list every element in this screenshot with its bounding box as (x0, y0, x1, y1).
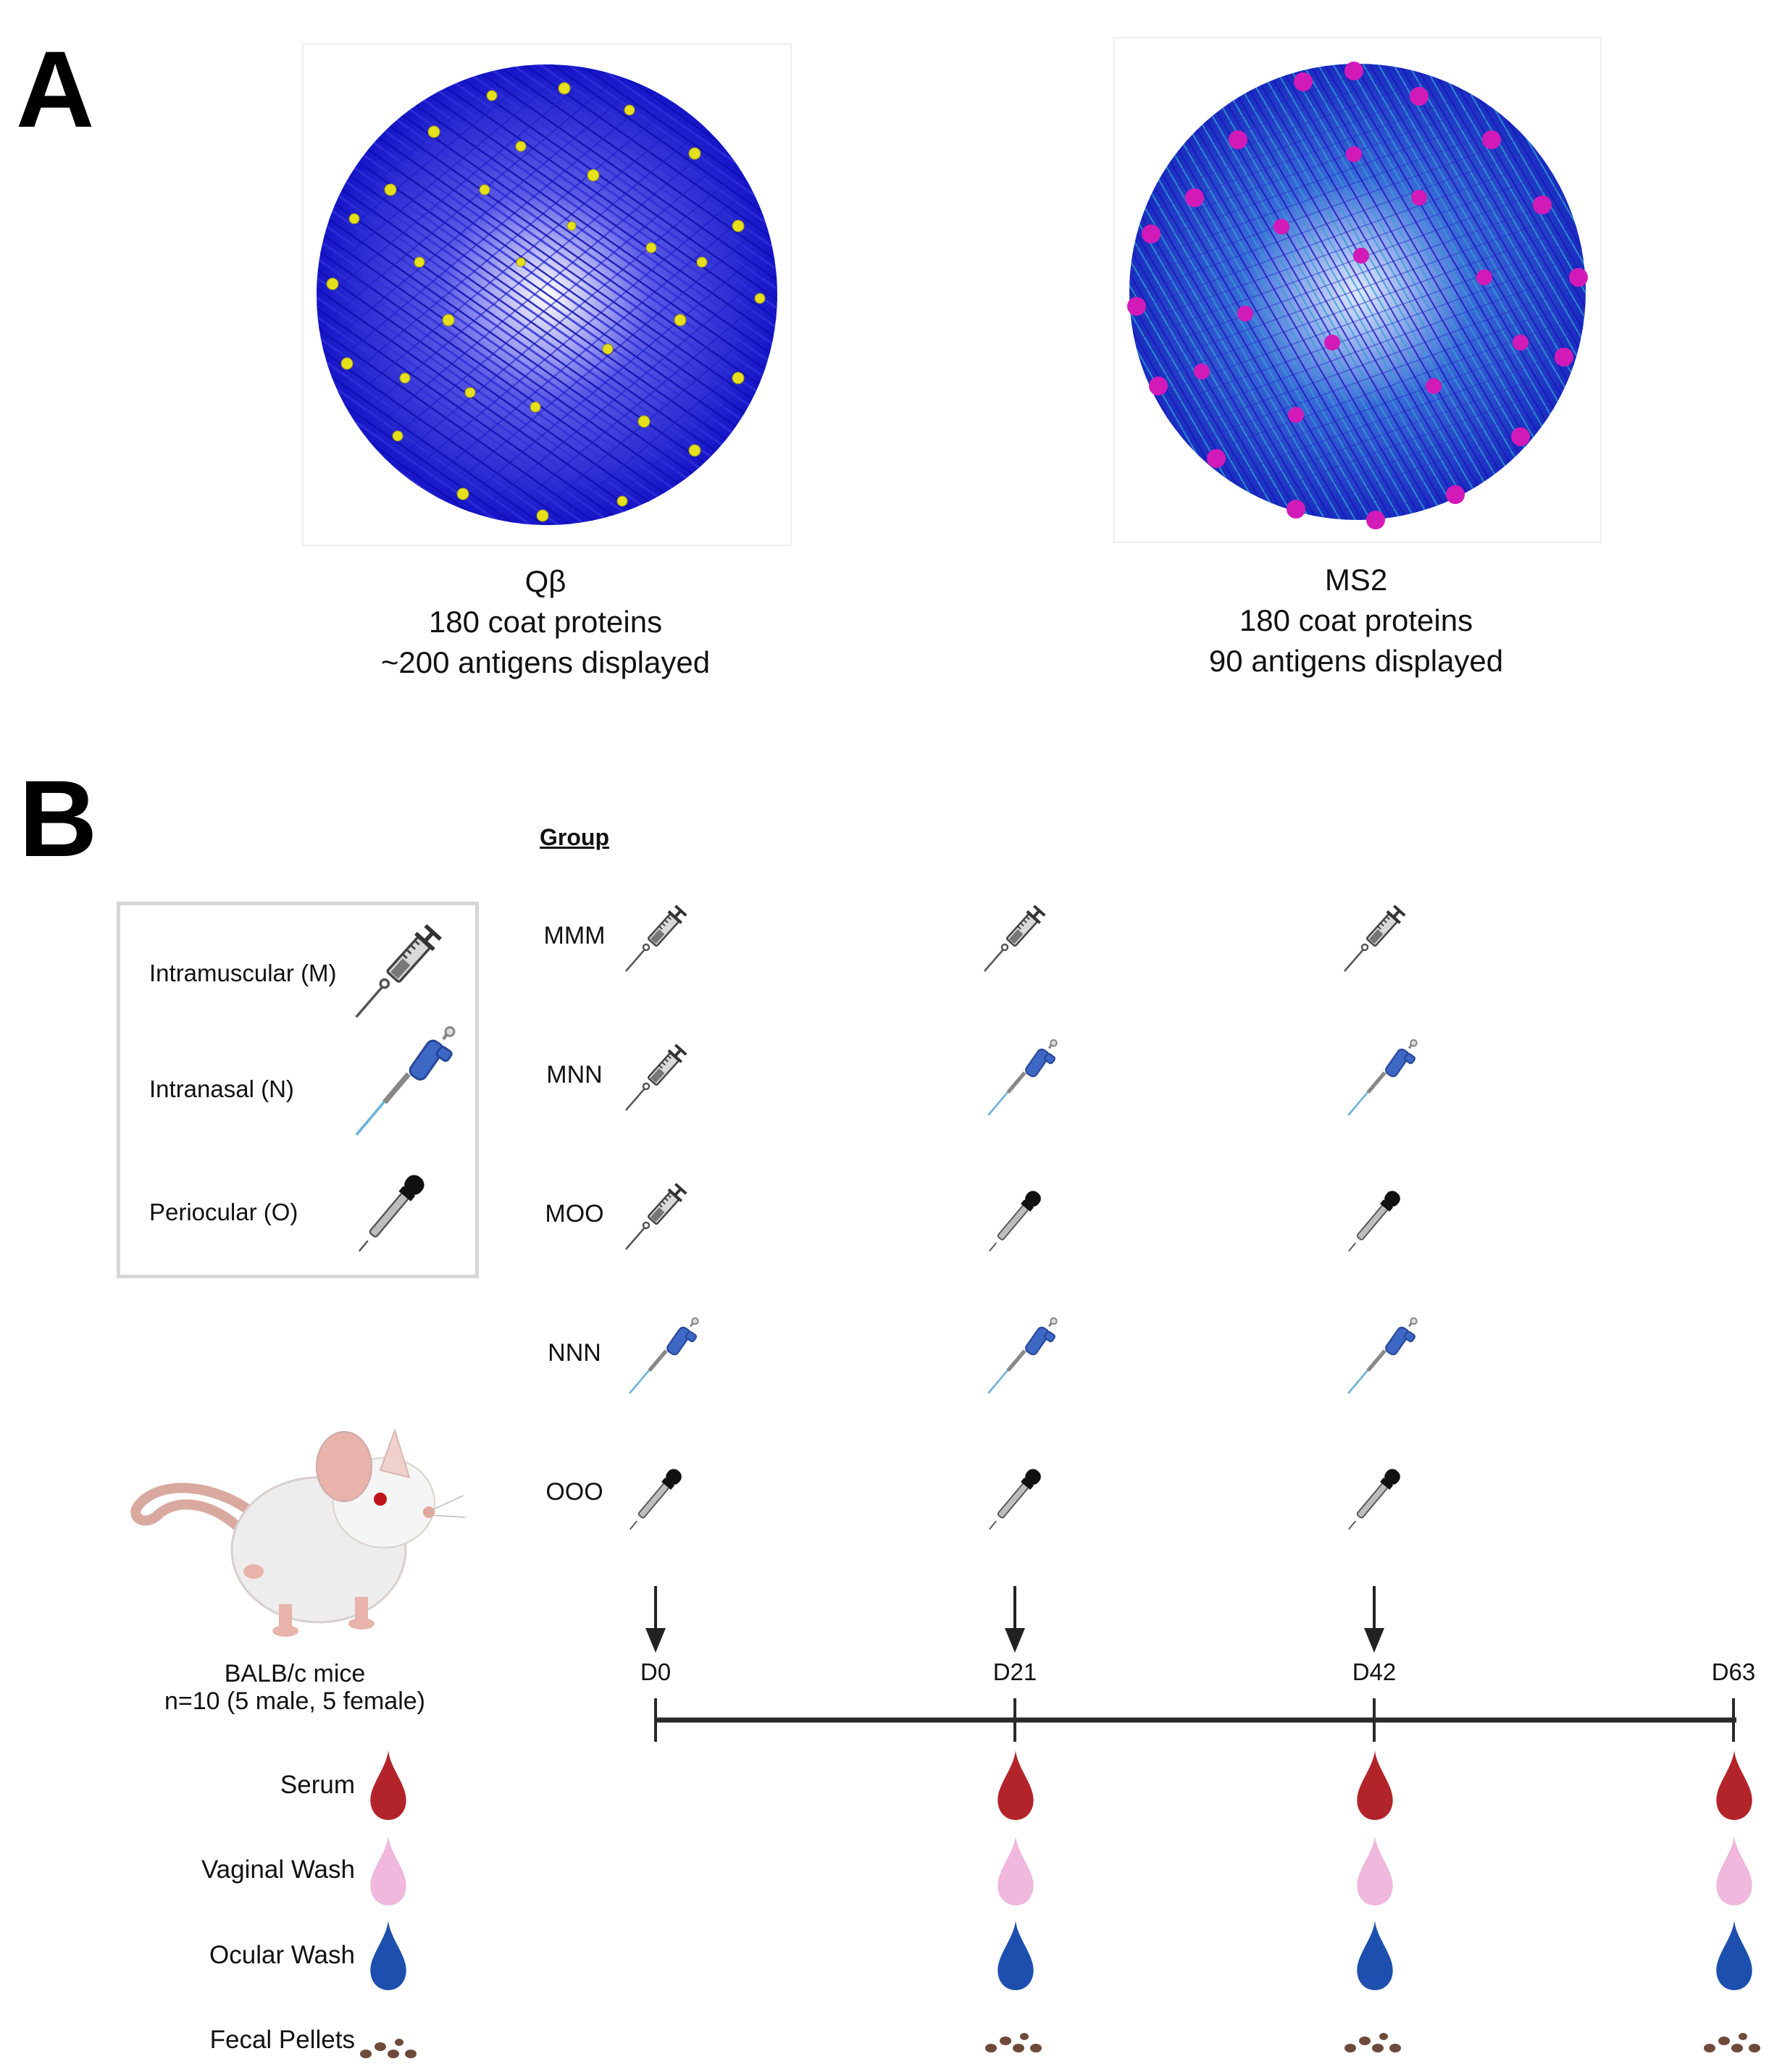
legend-periocular-label: Periocular (O) (149, 1199, 298, 1225)
fecal-pellets-icon (985, 2033, 1042, 2052)
ms2-coat-proteins: 180 coat proteins (1239, 603, 1473, 637)
dose-arrow-icon (1364, 1586, 1384, 1653)
pipette-icon (627, 1315, 703, 1398)
ms2-caption: MS2 180 coat proteins 90 antigens displa… (1113, 560, 1599, 681)
ms2-particle-image (1113, 37, 1602, 543)
dropper-icon (358, 1170, 429, 1252)
serum-drop-icon (370, 1750, 406, 1820)
panel-b-label: B (19, 758, 98, 879)
pipette-icon (985, 1037, 1061, 1120)
vaginal-wash-drop-icon (998, 1836, 1034, 1905)
fecal-pellets-icon (1704, 2033, 1760, 2052)
qbeta-particle-image (302, 43, 792, 546)
sample-label-serum: Serum (280, 1771, 355, 1799)
dropper-icon (1347, 1465, 1404, 1530)
panel-a-label: A (16, 28, 95, 150)
sample-label-vaginal-wash: Vaginal Wash (201, 1855, 355, 1884)
ms2-capsid-icon (1127, 62, 1588, 529)
sample-label-ocular-wash: Ocular Wash (209, 1941, 355, 1969)
syringe-icon (624, 903, 689, 973)
sample-label-fecal-pellets: Fecal Pellets (209, 2026, 355, 2054)
vaginal-wash-drop-icon (1357, 1836, 1393, 1905)
ocular-wash-drop-icon (1357, 1921, 1393, 1990)
dropper-icon (629, 1465, 685, 1530)
group-label-ooo: OOO (545, 1478, 603, 1506)
day-label-d21: D21 (992, 1658, 1037, 1685)
ocular-wash-drop-icon (1716, 1921, 1752, 1990)
pipette-icon (985, 1315, 1061, 1398)
ocular-wash-drop-icon (370, 1921, 406, 1990)
pipette-icon (1345, 1315, 1421, 1398)
ms2-antigens: 90 antigens displayed (1208, 644, 1504, 678)
serum-drop-icon (1716, 1750, 1752, 1820)
legend-intramuscular-label: Intramuscular (M) (149, 960, 337, 986)
syringe-icon (624, 1181, 689, 1251)
serum-drop-icon (998, 1750, 1034, 1820)
dose-arrow-icon (645, 1586, 666, 1653)
syringe-icon (624, 1042, 689, 1112)
qbeta-name: Qβ (524, 564, 566, 598)
pipette-icon (352, 1025, 461, 1141)
syringe-icon (352, 920, 453, 1021)
group-column-title: Group (540, 824, 609, 850)
serum-drop-icon (1357, 1750, 1393, 1820)
legend-intranasal-label: Intranasal (N) (149, 1075, 294, 1102)
route-legend: Intramuscular (M) Intranasal (N) Periocu… (117, 902, 479, 1278)
qbeta-caption: Qβ 180 coat proteins ~200 antigens displ… (302, 561, 789, 683)
syringe-icon (983, 903, 1047, 973)
fecal-pellets-icon (360, 2039, 417, 2058)
group-label-moo: MOO (545, 1200, 604, 1228)
ms2-name: MS2 (1324, 563, 1388, 597)
syringe-icon (1343, 903, 1408, 973)
qbeta-coat-proteins: 180 coat proteins (428, 605, 663, 639)
pipette-icon (1345, 1037, 1421, 1120)
ocular-wash-drop-icon (998, 1921, 1034, 1990)
vaginal-wash-drop-icon (1716, 1836, 1752, 1905)
dropper-icon (1347, 1187, 1404, 1252)
dose-arrow-icon (1005, 1586, 1025, 1653)
day-label-d42: D42 (1352, 1658, 1397, 1685)
mouse-icon (130, 1427, 466, 1637)
timeline-axis (654, 1698, 1736, 1742)
mouse-caption: BALB/c mice n=10 (5 male, 5 female) (114, 1660, 476, 1715)
fecal-pellets-icon (1344, 2033, 1401, 2052)
group-label-mnn: MNN (546, 1061, 603, 1089)
qbeta-antigens: ~200 antigens displayed (380, 645, 711, 679)
dropper-icon (988, 1465, 1045, 1530)
group-label-mmm: MMM (543, 922, 606, 949)
day-label-d63: D63 (1711, 1658, 1756, 1685)
group-label-nnn: NNN (548, 1339, 601, 1367)
vaginal-wash-drop-icon (370, 1836, 406, 1905)
qbeta-capsid-icon (317, 64, 777, 525)
dropper-icon (988, 1187, 1045, 1252)
day-label-d0: D0 (640, 1658, 672, 1685)
mouse-cohort: n=10 (5 male, 5 female) (164, 1687, 426, 1715)
mouse-strain: BALB/c mice (224, 1660, 366, 1687)
